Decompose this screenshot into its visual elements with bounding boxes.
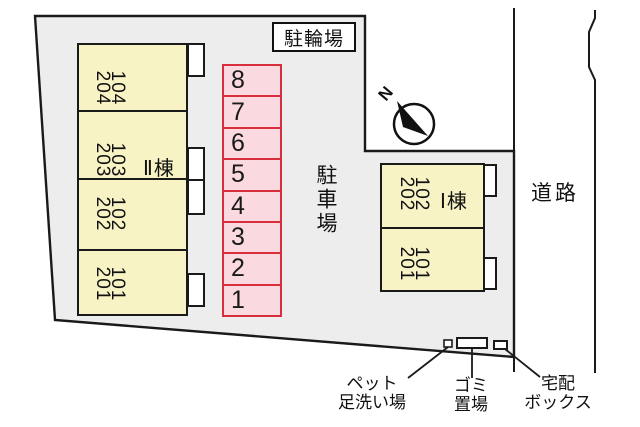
parking-stall: 1 [224,283,280,315]
road-right-edge [588,10,596,373]
unit-label-202-102: 102 202 [92,194,128,234]
building1-unit-201-101 [382,227,483,290]
pet-wash-note: ペット 足洗い場 [330,374,414,412]
parking-stall: 4 [224,189,280,221]
pet-wash-station [443,339,453,348]
building2-entrance-mid-lower [187,179,205,215]
parking-lot-label: 駐車場 [314,164,337,236]
delivery-box [493,340,508,350]
unit-number: 204 [92,70,113,106]
building2-unit-201-101 [79,249,186,314]
building1-entrance-bottom [483,257,497,290]
building-2 [77,43,188,316]
unit-label-203-103: 103 203 [92,140,128,180]
pet-wash-note-line2: 足洗い場 [338,393,406,412]
parking-stall: 8 [231,66,245,95]
building-1 [380,163,485,292]
road-label: 道路 [531,182,579,205]
unit-number: 202 [92,196,113,232]
parking-stall: 6 [224,126,280,158]
delivery-leader-line [504,348,541,378]
parking-stall: 2 [224,252,280,283]
garbage-note-line1: ゴミ [454,376,488,395]
delivery-box-note: 宅配 ボックス [516,374,600,412]
parking-stalls: 8 7 6 5 4 3 2 1 [222,64,282,317]
bicycle-parking-label: 駐輪場 [272,22,356,52]
garbage-note-line2: 置場 [454,395,488,414]
building2-unit-202-102 [79,178,186,249]
compass-icon [392,101,436,146]
pet-wash-leader-line [407,346,449,379]
garbage-area [456,337,488,349]
unit-label-202-102: 102 202 [396,174,432,214]
unit-number: 203 [92,142,113,178]
building1-entrance-top [483,164,497,197]
unit-label-204-104: 104 204 [92,68,128,108]
building2-unit-203-103 [79,110,186,178]
parking-stall: 3 [224,220,280,252]
unit-number: 201 [92,266,113,302]
building1-name-label: Ⅰ棟 [440,191,468,213]
parking-stall: 5 [224,158,280,189]
building2-entrance-top [187,43,205,77]
unit-number: 202 [396,176,417,212]
building2-entrance-bottom [187,273,205,307]
unit-label-201-101: 101 201 [396,244,432,284]
unit-label-201-101: 101 201 [92,264,128,304]
unit-number: 201 [396,246,417,282]
delivery-note-line2: ボックス [524,393,592,412]
building2-entrance-mid-upper [187,147,205,181]
delivery-note-line1: 宅配 [541,374,575,393]
pet-wash-note-line1: ペット [346,374,398,393]
parking-stall: 7 [224,95,280,126]
building2-name-label: Ⅱ棟 [143,158,175,180]
garbage-note: ゴミ 置場 [438,376,504,414]
